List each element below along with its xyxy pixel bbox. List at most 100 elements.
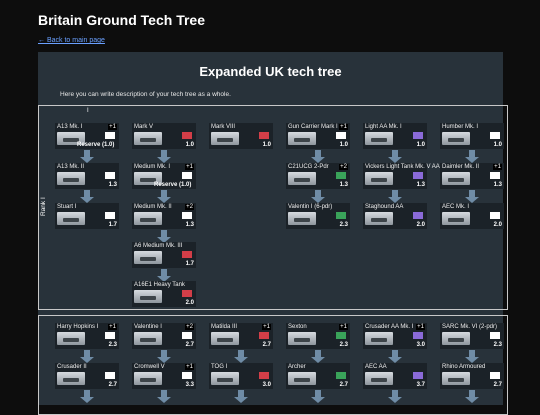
- battle-rating: 3.0: [262, 382, 271, 388]
- vehicle-image: [134, 251, 162, 264]
- vehicle-name: A16E1 Heavy Tank: [134, 282, 185, 288]
- battle-rating: 2.7: [108, 382, 117, 388]
- vehicle-card[interactable]: Crusader AA Mk. I +1 3.0: [363, 323, 427, 349]
- vehicle-image: [365, 212, 393, 225]
- vehicle-image: [442, 172, 470, 185]
- nation-flag-icon: [182, 290, 192, 297]
- battle-rating: 1.7: [108, 222, 117, 228]
- arrow-down-icon: [388, 350, 402, 363]
- vehicle-card[interactable]: A6 Medium Mk. III 1.7: [132, 242, 196, 268]
- vehicle-card[interactable]: Staghound AA 2.0: [363, 203, 427, 229]
- arrow-down-icon: [388, 390, 402, 403]
- battle-rating: 1.3: [108, 182, 117, 188]
- vehicle-card[interactable]: Valentine I +2 2.7: [132, 323, 196, 349]
- vehicle-card[interactable]: AEC AA 3.7: [363, 363, 427, 389]
- vehicle-card[interactable]: Daimler Mk. II +1 1.3: [440, 163, 504, 189]
- vehicle-count: +1: [185, 164, 194, 170]
- vehicle-card[interactable]: Mark V 1.0: [132, 123, 196, 149]
- vehicle-card[interactable]: Light AA Mk. I 1.0: [363, 123, 427, 149]
- nation-flag-icon: [413, 332, 423, 339]
- battle-rating: 2.3: [493, 342, 502, 348]
- vehicle-count: +1: [493, 164, 502, 170]
- vehicle-name: Mark V: [134, 124, 154, 130]
- vehicle-card[interactable]: Valentin I (6-pdr) 2.3: [286, 203, 350, 229]
- vehicle-image: [134, 290, 162, 303]
- vehicle-name: Rhino Armoured: [442, 364, 486, 370]
- vehicle-card[interactable]: Harry Hopkins I +1 2.3: [55, 323, 119, 349]
- vehicle-card[interactable]: A13 Mk. II 1.3: [55, 163, 119, 189]
- vehicle-card[interactable]: Matilda III +1 2.7: [209, 323, 273, 349]
- vehicle-image: [442, 332, 470, 345]
- vehicle-name: Cromwell V: [134, 364, 165, 370]
- nation-flag-icon: [336, 132, 346, 139]
- arrow-down-icon: [157, 390, 171, 403]
- arrow-down-icon: [311, 390, 325, 403]
- nation-flag-icon: [490, 132, 500, 139]
- nation-flag-icon: [259, 372, 269, 379]
- vehicle-name: Medium Mk. II: [134, 204, 172, 210]
- battle-rating: 2.7: [262, 342, 271, 348]
- vehicle-name: C21UCG 2-Pdr: [288, 164, 329, 170]
- vehicle-count: +2: [185, 204, 194, 210]
- nation-flag-icon: [105, 332, 115, 339]
- vehicle-name: Matilda III: [211, 324, 238, 330]
- vehicle-image: [134, 172, 162, 185]
- arrow-down-icon: [157, 150, 171, 163]
- vehicle-image: [288, 212, 316, 225]
- vehicle-card[interactable]: A13 Mk. I +1 Reserve (1.0): [55, 123, 119, 149]
- vehicle-card[interactable]: Mark VIII 1.0: [209, 123, 273, 149]
- arrow-down-icon: [80, 190, 94, 203]
- nation-flag-icon: [105, 372, 115, 379]
- nation-flag-icon: [413, 212, 423, 219]
- vehicle-card[interactable]: Cromwell V +1 3.3: [132, 363, 196, 389]
- vehicle-name: Staghound AA: [365, 204, 404, 210]
- vehicle-card[interactable]: Gun Carrier Mark I +1 1.0: [286, 123, 350, 149]
- battle-rating: 2.3: [339, 222, 348, 228]
- vehicle-card[interactable]: Rhino Armoured 2.7: [440, 363, 504, 389]
- vehicle-card[interactable]: A16E1 Heavy Tank 2.0: [132, 281, 196, 307]
- nation-flag-icon: [182, 132, 192, 139]
- back-to-main-link[interactable]: ← Back to main page: [38, 37, 105, 44]
- vehicle-card[interactable]: Stuart I 1.7: [55, 203, 119, 229]
- arrow-down-icon: [465, 390, 479, 403]
- nation-flag-icon: [259, 132, 269, 139]
- vehicle-card[interactable]: Medium Mk. I +1 Reserve (1.0): [132, 163, 196, 189]
- nation-flag-icon: [182, 212, 192, 219]
- vehicle-card[interactable]: Medium Mk. II +2 1.3: [132, 203, 196, 229]
- vehicle-count: +1: [339, 324, 348, 330]
- rank-1-label: Rank I: [40, 197, 47, 217]
- vehicle-card[interactable]: AEC Mk. I 2.0: [440, 203, 504, 229]
- nation-flag-icon: [336, 332, 346, 339]
- tech-tree-title: Expanded UK tech tree: [199, 64, 342, 79]
- nation-flag-icon: [490, 332, 500, 339]
- arrow-down-icon: [234, 350, 248, 363]
- nation-flag-icon: [490, 172, 500, 179]
- vehicle-card[interactable]: Archer 2.7: [286, 363, 350, 389]
- vehicle-count: +1: [185, 364, 194, 370]
- nation-flag-icon: [182, 172, 192, 179]
- arrow-down-icon: [80, 390, 94, 403]
- battle-rating: 1.3: [416, 182, 425, 188]
- vehicle-image: [134, 132, 162, 145]
- page-title: Britain Ground Tech Tree: [38, 12, 205, 28]
- vehicle-name: Mark VIII: [211, 124, 236, 130]
- battle-rating: 1.0: [493, 142, 502, 148]
- vehicle-card[interactable]: Crusader II 2.7: [55, 363, 119, 389]
- vehicle-card[interactable]: Sexton +1 2.3: [286, 323, 350, 349]
- vehicle-image: [57, 212, 85, 225]
- vehicle-card[interactable]: Humber Mk. I 1.0: [440, 123, 504, 149]
- vehicle-name: Daimler Mk. II: [442, 164, 480, 170]
- nation-flag-icon: [182, 332, 192, 339]
- vehicle-card[interactable]: C21UCG 2-Pdr +2 1.3: [286, 163, 350, 189]
- arrow-down-icon: [311, 190, 325, 203]
- vehicle-image: [57, 172, 85, 185]
- battle-rating: 1.3: [339, 182, 348, 188]
- vehicle-count: +2: [185, 324, 194, 330]
- nation-flag-icon: [336, 212, 346, 219]
- vehicle-card[interactable]: TOG I 3.0: [209, 363, 273, 389]
- vehicle-name: Gun Carrier Mark I: [288, 124, 338, 130]
- vehicle-image: [442, 132, 470, 145]
- nation-flag-icon: [413, 132, 423, 139]
- vehicle-card[interactable]: Vickers Light Tank Mk. V AA 1.3: [363, 163, 440, 189]
- vehicle-card[interactable]: SARC Mk. VI (2-pdr) 2.3: [440, 323, 504, 349]
